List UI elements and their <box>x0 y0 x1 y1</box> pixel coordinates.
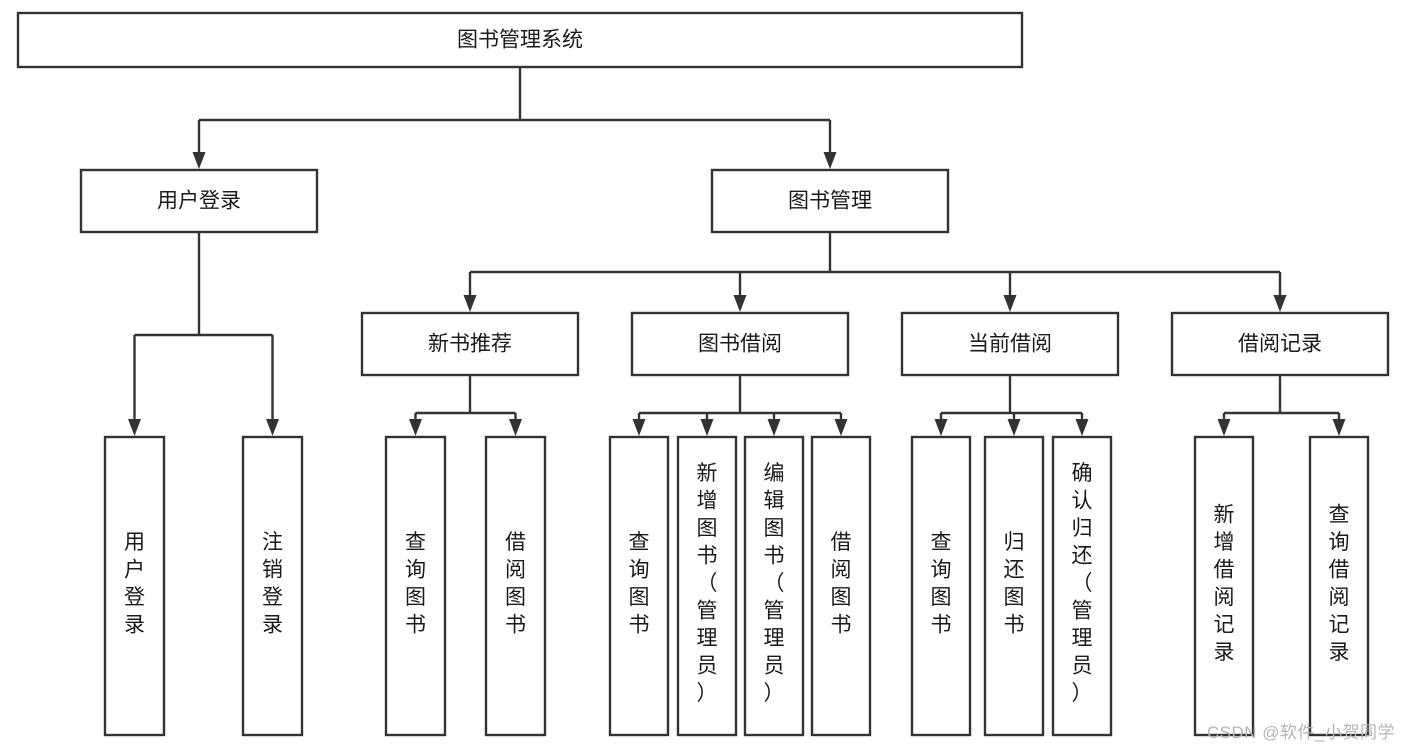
csdn-watermark: CSDN @软件_小贺同学 <box>1206 723 1395 742</box>
node-box <box>103 435 166 737</box>
arrow-head-user_login-0 <box>128 419 141 436</box>
node-leaf-query-book-a[interactable]: 查询图书 <box>384 435 447 737</box>
node-leaf-query-book-b[interactable]: 查询图书 <box>608 435 670 737</box>
node-leaf-add-record[interactable]: 新增借阅记录 <box>1193 435 1255 737</box>
node-label: 编辑图书（管理员） <box>764 462 785 705</box>
node-label: 查询图书 <box>629 531 650 637</box>
node-leaf-logout[interactable]: 注销登录 <box>241 435 304 737</box>
node-box <box>1193 435 1255 737</box>
node-label: 新增图书（管理员） <box>697 462 718 705</box>
arrow-head-borrow_record-1 <box>1332 419 1346 436</box>
arrow-head-current_borrow-0 <box>934 419 948 436</box>
node-leaf-query-record[interactable]: 查询借阅记录 <box>1308 435 1370 737</box>
arrow-head-book_manage-3 <box>1273 295 1287 312</box>
node-box <box>384 435 447 737</box>
node-label: 查询图书 <box>931 531 952 637</box>
node-leaf-add-book[interactable]: 新增图书（管理员） <box>676 435 738 737</box>
node-leaf-query-book-c[interactable]: 查询图书 <box>910 435 972 737</box>
node-label: 当前借阅 <box>968 333 1052 356</box>
node-label: 图书借阅 <box>698 333 782 356</box>
node-label: 归还图书 <box>1004 531 1025 637</box>
node-box <box>900 311 1120 377</box>
node-box <box>710 168 950 234</box>
arrow-head-book_manage-0 <box>463 295 477 312</box>
node-box <box>810 435 872 737</box>
arrow-head-current_borrow-1 <box>1007 419 1021 436</box>
edge-layer <box>128 67 1346 436</box>
node-new-book-rec[interactable]: 新书推荐 <box>360 311 580 377</box>
arrow-head-book_manage-2 <box>1003 295 1017 312</box>
node-box <box>484 435 547 737</box>
node-label: 图书管理 <box>788 190 872 213</box>
node-box <box>1170 311 1390 377</box>
arrow-head-new_book_rec-0 <box>409 419 422 436</box>
arrow-head-book_borrow-0 <box>632 419 646 436</box>
node-label: 注销登录 <box>262 531 283 637</box>
node-label: 确认归还（管理员） <box>1072 462 1093 705</box>
node-box <box>360 311 580 377</box>
arrow-head-book_borrow-3 <box>834 419 848 436</box>
node-leaf-confirm-return[interactable]: 确认归还（管理员） <box>1051 435 1113 737</box>
node-leaf-user-login[interactable]: 用户登录 <box>103 435 166 737</box>
node-box <box>1308 435 1370 737</box>
node-label: 查询借阅记录 <box>1329 503 1350 664</box>
node-box <box>1051 435 1113 737</box>
node-label: 查询图书 <box>405 531 426 637</box>
node-box <box>743 435 805 737</box>
node-book-manage[interactable]: 图书管理 <box>710 168 950 234</box>
node-leaf-return-book[interactable]: 归还图书 <box>983 435 1045 737</box>
arrow-head-new_book_rec-1 <box>509 419 522 436</box>
node-box <box>910 435 972 737</box>
node-label: 借阅记录 <box>1238 333 1322 356</box>
node-leaf-borrow-book-b[interactable]: 借阅图书 <box>810 435 872 737</box>
node-label: 借阅图书 <box>831 531 852 637</box>
node-root[interactable]: 图书管理系统 <box>16 11 1024 69</box>
node-label: 用户登录 <box>157 190 241 213</box>
node-box <box>676 435 738 737</box>
node-box <box>16 11 1024 69</box>
node-user-login[interactable]: 用户登录 <box>79 168 319 234</box>
node-label: 新增借阅记录 <box>1214 503 1235 664</box>
arrow-head-user_login-1 <box>266 419 279 436</box>
node-book-borrow[interactable]: 图书借阅 <box>630 311 850 377</box>
node-layer: 图书管理系统用户登录图书管理新书推荐图书借阅当前借阅借阅记录用户登录注销登录查询… <box>16 11 1390 737</box>
node-label: 用户登录 <box>124 531 145 637</box>
arrow-head-root-0 <box>192 152 206 169</box>
arrow-head-book_manage-1 <box>733 295 747 312</box>
node-label: 图书管理系统 <box>457 29 583 52</box>
node-box <box>983 435 1045 737</box>
node-borrow-record[interactable]: 借阅记录 <box>1170 311 1390 377</box>
node-box <box>79 168 319 234</box>
arrow-head-current_borrow-2 <box>1075 419 1089 436</box>
node-label: 借阅图书 <box>505 531 526 637</box>
node-box <box>608 435 670 737</box>
node-label: 新书推荐 <box>428 333 512 356</box>
node-current-borrow[interactable]: 当前借阅 <box>900 311 1120 377</box>
node-box <box>630 311 850 377</box>
arrow-head-borrow_record-0 <box>1217 419 1231 436</box>
arrow-head-book_borrow-2 <box>767 419 781 436</box>
node-leaf-edit-book[interactable]: 编辑图书（管理员） <box>743 435 805 737</box>
node-box <box>241 435 304 737</box>
arrow-head-root-1 <box>823 152 837 169</box>
node-leaf-borrow-book-a[interactable]: 借阅图书 <box>484 435 547 737</box>
arrow-head-book_borrow-1 <box>700 419 714 436</box>
